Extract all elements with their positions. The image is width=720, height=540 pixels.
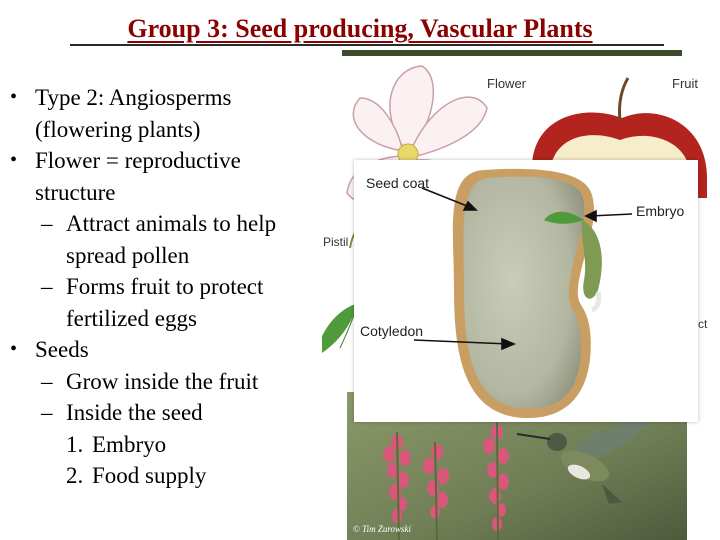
number-marker: 2. <box>66 463 84 488</box>
bullet-line: Food supply <box>92 463 207 488</box>
sub-bullet-item: – Forms fruit to protect fertilized eggs <box>10 271 330 334</box>
bullet-line: Forms fruit to protect <box>66 274 264 299</box>
leaf-shape <box>314 303 358 358</box>
seed-label-seed-coat: Seed coat <box>366 175 429 191</box>
sub-bullet-item: – Attract animals to help spread pollen <box>10 208 330 271</box>
hummingbird <box>516 416 657 504</box>
bullet-item: • Flower = reproductive structure <box>10 145 330 208</box>
diagram-label-pistil: Pistil <box>323 235 348 249</box>
number-marker: 1. <box>66 431 84 457</box>
bullet-marker: – <box>41 368 53 394</box>
bullet-line: structure <box>35 179 116 205</box>
sub-bullet-item: – Grow inside the fruit <box>10 366 330 398</box>
diagram-label-fruit-cut: ct <box>698 317 708 331</box>
bullet-line: Grow inside the fruit <box>66 368 259 394</box>
bullet-line: spread pollen <box>66 242 190 268</box>
bullet-item: • Type 2: Angiosperms (flowering plants) <box>10 82 330 145</box>
bullet-marker: • <box>10 338 18 360</box>
cotyledon-body <box>463 176 585 410</box>
seed-label-cotyledon: Cotyledon <box>360 323 423 339</box>
bullet-line: Type 2: Angiosperms <box>35 85 232 110</box>
bullet-marker: – <box>41 274 53 299</box>
bullet-line: Attract animals to help <box>66 211 277 236</box>
bullet-item: • Seeds <box>10 334 330 366</box>
bullet-line: Inside the seed <box>66 400 203 425</box>
slide-title: Group 3: Seed producing, Vascular Plants <box>127 14 593 43</box>
title-underline-bar <box>70 44 664 46</box>
bullet-marker: – <box>41 211 53 236</box>
annotation-arrows <box>413 187 633 351</box>
bullet-line: (flowering plants) <box>35 116 201 142</box>
photo-credit: © Tim Zurowski <box>353 524 412 534</box>
embryo-leaf <box>544 211 584 224</box>
seed-cross-section: Seed coat Embryo Cotyledon <box>360 168 684 419</box>
bullet-list: • Type 2: Angiosperms (flowering plants)… <box>10 82 330 492</box>
seed-label-embryo: Embryo <box>636 203 684 219</box>
embryo-shape <box>581 220 602 299</box>
diagram-label-flower: Flower <box>487 76 527 91</box>
bullet-line: Embryo <box>92 431 167 457</box>
diagram-label-fruit: Fruit <box>672 76 698 91</box>
bullet-marker: • <box>10 149 18 171</box>
numbered-item: 1. Embryo <box>10 429 330 461</box>
bullet-line: fertilized eggs <box>66 305 197 331</box>
sub-bullet-item: – Inside the seed <box>10 397 330 429</box>
seed-diagram-card: Seed coat Embryo Cotyledon <box>354 160 698 422</box>
pink-flower-clusters <box>383 421 509 540</box>
numbered-item: 2. Food supply <box>10 460 330 492</box>
bullet-marker: – <box>41 400 53 425</box>
bullet-line: Seeds <box>35 337 89 362</box>
bullet-line: Flower = reproductive <box>35 148 241 173</box>
bullet-marker: • <box>10 86 18 108</box>
